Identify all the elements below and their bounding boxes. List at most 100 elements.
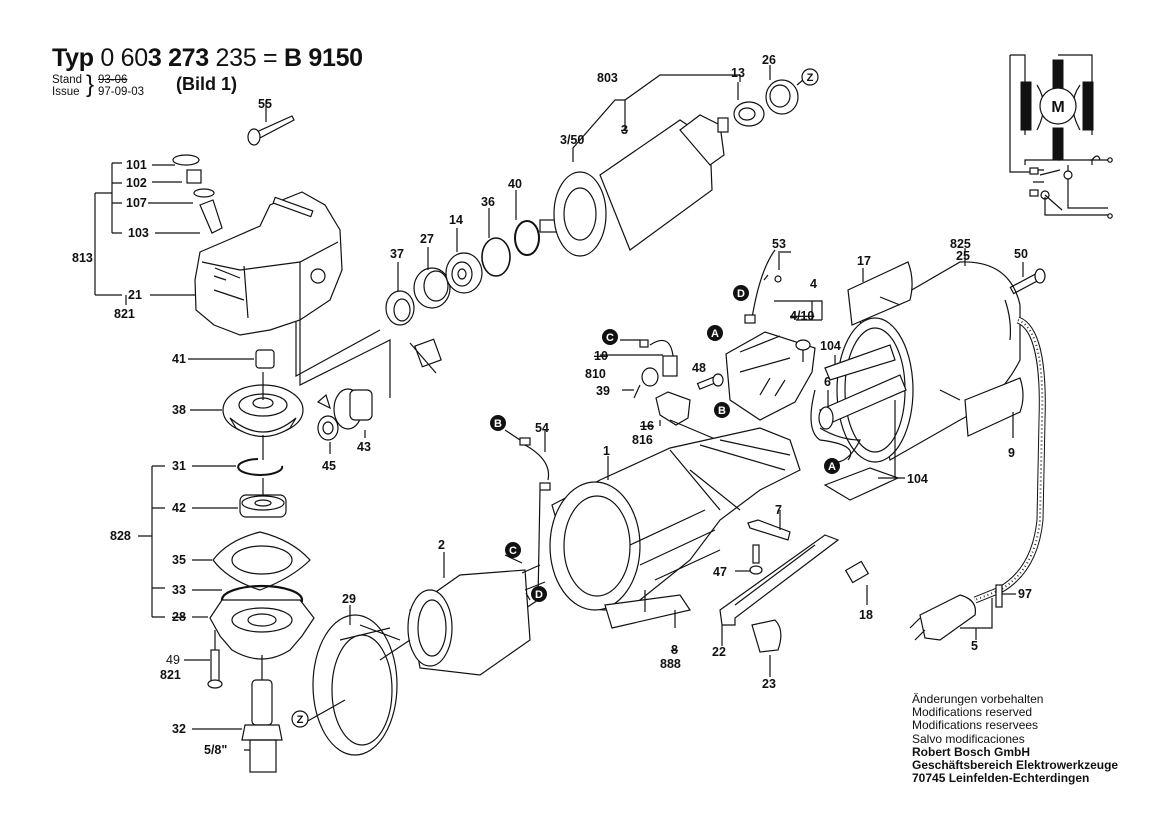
label-50: 50 bbox=[1014, 247, 1028, 261]
label-104-lower: 104 bbox=[907, 472, 928, 486]
label-4-10: 4/10 bbox=[790, 309, 814, 323]
label-104-upper bbox=[824, 344, 896, 381]
brush-plate-16 bbox=[655, 391, 691, 426]
svg-text:D: D bbox=[737, 288, 745, 300]
model-title: Typ 0 603 273 235 = B 9150 bbox=[52, 44, 363, 72]
label-38: 38 bbox=[172, 403, 186, 417]
label-54: 54 bbox=[535, 421, 549, 435]
typ-prefix: Typ bbox=[52, 44, 94, 72]
ref-marker-D-field: D bbox=[531, 586, 547, 602]
ref-marker-C-field: C bbox=[505, 542, 521, 558]
label-888: 888 bbox=[660, 657, 681, 671]
label-41: 41 bbox=[172, 352, 186, 366]
bearing-42 bbox=[239, 494, 287, 518]
screw-50 bbox=[1009, 262, 1046, 295]
bracket-4 bbox=[774, 300, 823, 321]
label-1: 1 bbox=[603, 444, 610, 458]
label-27: 27 bbox=[420, 232, 434, 246]
label-37: 37 bbox=[390, 247, 404, 261]
label-813: 813 bbox=[72, 251, 93, 265]
company-address: 70745 Leinfelden-Echterdingen bbox=[912, 771, 1090, 786]
label-39: 39 bbox=[596, 384, 610, 398]
label-102: 102 bbox=[126, 176, 147, 190]
label-9 bbox=[939, 377, 1024, 438]
svg-text:B: B bbox=[718, 405, 726, 417]
ball-bearing-14 bbox=[445, 228, 483, 294]
ref-marker-A-brush: A bbox=[707, 325, 723, 341]
label-97: 97 bbox=[1018, 587, 1032, 601]
part-103 bbox=[199, 199, 223, 234]
label-32: 32 bbox=[172, 722, 186, 736]
bracket-828 bbox=[138, 465, 165, 618]
part-107 bbox=[193, 188, 215, 198]
label-821-bottom: 821 bbox=[160, 668, 181, 682]
label-42: 42 bbox=[172, 501, 186, 515]
carbon-brush-10 bbox=[639, 339, 678, 377]
label-810: 810 bbox=[585, 367, 606, 381]
label-13: 13 bbox=[731, 66, 745, 80]
label-7: 7 bbox=[775, 503, 782, 517]
label-35: 35 bbox=[172, 553, 186, 567]
part-labels: 55 101 102 107 103 813 21 821 41 38 45 4… bbox=[72, 53, 1032, 757]
label-828: 828 bbox=[110, 529, 131, 543]
label-18: 18 bbox=[859, 608, 873, 622]
label-101: 101 bbox=[126, 158, 147, 172]
clamp-7 bbox=[747, 510, 791, 541]
label-14: 14 bbox=[449, 213, 463, 227]
screw-48 bbox=[696, 373, 724, 390]
typ-model: B 9150 bbox=[283, 44, 363, 72]
label-53: 53 bbox=[772, 237, 786, 251]
label-803: 803 bbox=[597, 71, 618, 85]
label-107: 107 bbox=[126, 196, 147, 210]
footer-notice: Änderungen vorbehalten Modifications res… bbox=[912, 692, 1118, 786]
label-55: 55 bbox=[258, 97, 272, 111]
typ-code-a: 0 60 bbox=[100, 44, 148, 72]
svg-text:D: D bbox=[535, 589, 543, 601]
circlip-40 bbox=[514, 190, 540, 256]
label-4: 4 bbox=[810, 277, 817, 291]
bearing-seal-37 bbox=[385, 262, 415, 326]
wiring-schematic: M bbox=[1009, 54, 1113, 219]
issue-value: 97-09-03 bbox=[98, 86, 145, 98]
label-821-top: 821 bbox=[114, 307, 135, 321]
damping-ring-26 bbox=[765, 65, 804, 115]
label-6: 6 bbox=[824, 375, 831, 389]
label-104-upper: 104 bbox=[820, 339, 841, 353]
ref-marker-B-brush: B bbox=[714, 402, 730, 418]
stand-value: 93-06 bbox=[98, 74, 128, 86]
label-17: 17 bbox=[857, 254, 871, 268]
field-coil-2 bbox=[407, 552, 546, 676]
needle-sleeve-27 bbox=[413, 247, 451, 309]
ref-marker-A-tube: A bbox=[824, 458, 840, 474]
part-102 bbox=[186, 169, 202, 184]
plug-5 bbox=[909, 594, 993, 641]
motor-label: M bbox=[1051, 99, 1064, 116]
label-36: 36 bbox=[481, 195, 495, 209]
switch-knob-23 bbox=[751, 619, 782, 677]
svg-text:Z: Z bbox=[297, 714, 304, 726]
needle-bearing bbox=[414, 338, 442, 368]
spindle-32 bbox=[241, 655, 283, 773]
label-9: 9 bbox=[1008, 446, 1015, 460]
label-10: 10 bbox=[594, 349, 608, 363]
svg-text:B: B bbox=[494, 418, 502, 430]
gear-housing-21 bbox=[194, 191, 343, 336]
brush-spring-39 bbox=[622, 367, 659, 399]
svg-text:C: C bbox=[509, 545, 517, 557]
bearing-flange-28 bbox=[209, 599, 315, 660]
terminal-dot-2 bbox=[1107, 213, 1113, 219]
screw-49 bbox=[207, 630, 223, 689]
label-29: 29 bbox=[342, 592, 356, 606]
brush-holder-assembly bbox=[725, 249, 852, 461]
ref-marker-Z-top: Z bbox=[801, 68, 819, 86]
brace-divider: } bbox=[86, 71, 95, 98]
label-31: 31 bbox=[172, 459, 186, 473]
label-25: 25 bbox=[956, 249, 970, 263]
label-3: 3 bbox=[621, 123, 628, 137]
ref-marker-D-brush: D bbox=[733, 285, 749, 301]
label-816: 816 bbox=[632, 433, 653, 447]
ref-marker-Z-bottom: Z bbox=[291, 710, 309, 728]
motor-housing-1 bbox=[549, 427, 801, 611]
screw-47 bbox=[735, 544, 763, 575]
